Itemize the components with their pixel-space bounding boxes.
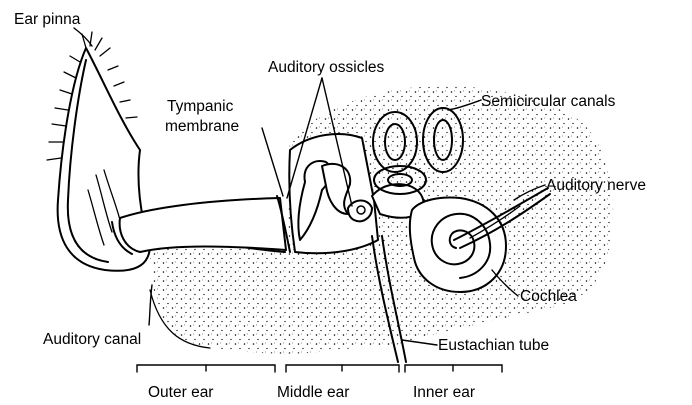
label-tympanic-membrane-1: Tympanic xyxy=(167,98,234,115)
label-cochlea: Cochlea xyxy=(520,288,577,305)
label-auditory-canal: Auditory canal xyxy=(43,331,141,348)
label-outer-ear: Outer ear xyxy=(148,384,213,401)
cochlea xyxy=(410,198,506,293)
region-brackets xyxy=(137,365,502,372)
label-tympanic-membrane-2: membrane xyxy=(165,118,239,135)
label-middle-ear: Middle ear xyxy=(277,384,349,401)
middle-ear-cavity xyxy=(289,134,378,253)
label-eustachian-tube: Eustachian tube xyxy=(438,337,549,354)
label-auditory-ossicles: Auditory ossicles xyxy=(268,59,385,76)
eustachian-leader xyxy=(402,340,437,345)
label-auditory-nerve: Auditory nerve xyxy=(546,177,646,194)
label-semicircular-canals: Semicircular canals xyxy=(481,93,616,110)
tympanic-leader xyxy=(262,128,283,196)
label-inner-ear: Inner ear xyxy=(413,384,475,401)
label-ear-pinna: Ear pinna xyxy=(14,11,81,28)
